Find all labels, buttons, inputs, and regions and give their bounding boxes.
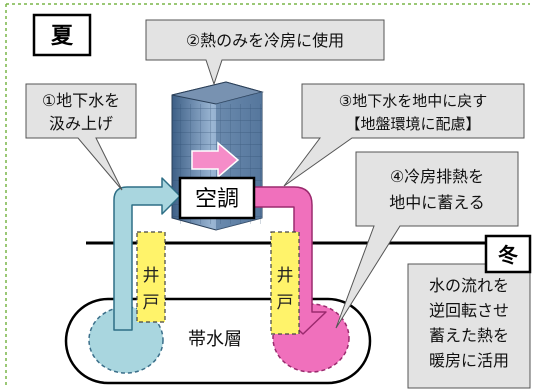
cold-water-flow-arrow (113, 177, 181, 331)
heat-flow-arrow (191, 141, 240, 179)
callout-step4-line1: ④冷房排熱を (390, 167, 484, 186)
callout-step1 (25, 83, 137, 191)
well-left-char1: 井 (143, 266, 160, 286)
well-left-char2: 戸 (143, 293, 160, 313)
winter-note-panel (407, 263, 531, 389)
winter-badge (484, 234, 532, 274)
hvac-label: 空調 (195, 187, 239, 212)
callout-step3 (283, 83, 525, 187)
well-left (136, 231, 166, 323)
well-right-char2: 戸 (277, 293, 294, 313)
callout-step2-text: ②熱のみを冷房に使用 (186, 31, 344, 50)
summer-label: 夏 (51, 24, 74, 49)
callout-step4-line2: 地中に蓄える (389, 193, 485, 212)
summer-badge (32, 13, 92, 57)
aquifer-label: 帯水層 (188, 329, 242, 350)
hvac-box (178, 176, 256, 220)
callout-step1-line2: 汲み上げ (49, 114, 113, 133)
well-right-char1: 井 (277, 266, 294, 286)
winter-note-line4: 暖房に活用 (429, 351, 509, 370)
callout-step3-line1: ③地下水を地中に戻す (339, 92, 487, 110)
winter-label: 冬 (498, 243, 518, 267)
callout-step3-line2: 【地盤環境に配慮】 (345, 115, 480, 133)
callout-step1-line1: ①地下水を (42, 91, 120, 110)
callout-step4 (335, 151, 519, 329)
callout-step2 (145, 19, 385, 86)
winter-note-line3: 蓄えた熱を (429, 326, 509, 345)
well-right (270, 231, 300, 335)
winter-note-line2: 逆回転させ (429, 301, 509, 320)
winter-note-line1: 水の流れを (429, 276, 509, 295)
